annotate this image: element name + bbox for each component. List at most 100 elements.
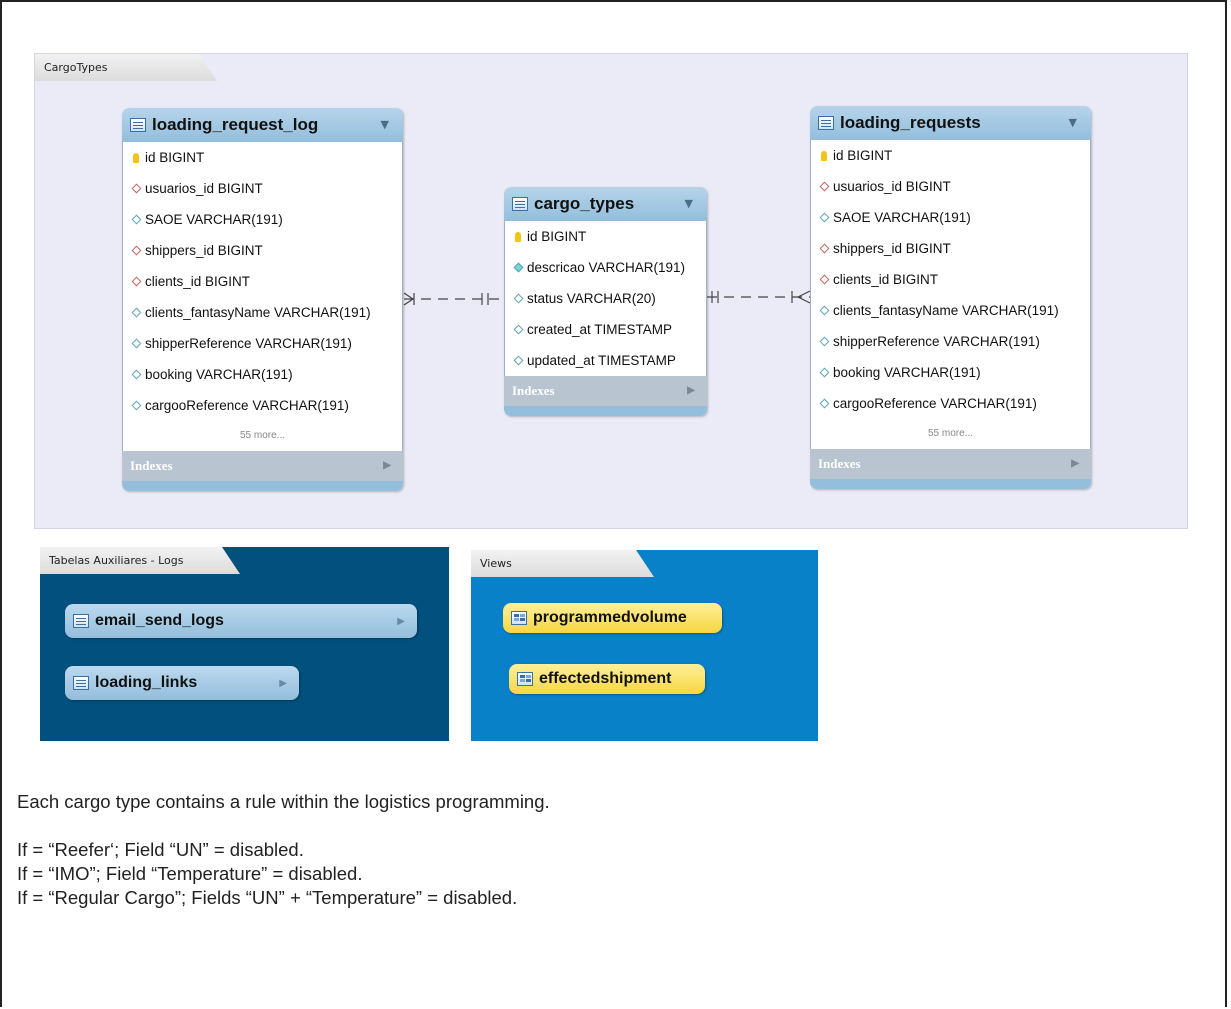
table-icon bbox=[73, 676, 89, 690]
column-label: shipperReference VARCHAR(191) bbox=[145, 336, 352, 351]
column-label: SAOE VARCHAR(191) bbox=[145, 212, 283, 227]
column-label: id BIGINT bbox=[145, 150, 205, 165]
column-list: id BIGINT descricao VARCHAR(191)status VA… bbox=[504, 221, 707, 376]
table-column-row[interactable]: shippers_id BIGINT bbox=[123, 235, 402, 266]
notes-spacer bbox=[17, 814, 550, 838]
table-column-row[interactable]: clients_id BIGINT bbox=[811, 264, 1090, 295]
table-column-row[interactable]: shipperReference VARCHAR(191) bbox=[811, 326, 1090, 357]
layer-aux-logs[interactable]: Tabelas Auxiliares - Logs email_send_log… bbox=[40, 547, 449, 741]
column-label: clients_fantasyName VARCHAR(191) bbox=[833, 303, 1059, 318]
table-title: email_send_logs bbox=[95, 612, 224, 629]
table-footer bbox=[810, 479, 1091, 489]
column-list: id BIGINT usuarios_id BIGINT SAOE VARCHAR(… bbox=[122, 142, 403, 421]
table-column-row[interactable]: descricao VARCHAR(191) bbox=[505, 252, 706, 283]
table-loading-requests[interactable]: loading_requests ▼ id BIGINT usuarios_id … bbox=[810, 106, 1091, 489]
layer-label: Views bbox=[471, 550, 654, 577]
column-label: booking VARCHAR(191) bbox=[833, 365, 981, 380]
expand-arrow-icon[interactable]: ▶ bbox=[383, 460, 391, 471]
column-diamond-icon bbox=[819, 305, 829, 316]
table-icon bbox=[130, 118, 146, 132]
table-column-row[interactable]: clients_id BIGINT bbox=[123, 266, 402, 297]
table-column-row[interactable]: clients_fantasyName VARCHAR(191) bbox=[123, 297, 402, 328]
table-column-row[interactable]: usuarios_id BIGINT bbox=[123, 173, 402, 204]
column-label: created_at TIMESTAMP bbox=[527, 322, 673, 337]
column-label: updated_at TIMESTAMP bbox=[527, 353, 676, 368]
table-column-row[interactable]: booking VARCHAR(191) bbox=[811, 357, 1090, 388]
column-diamond-icon bbox=[513, 293, 523, 304]
collapse-arrow-icon[interactable]: ▼ bbox=[684, 197, 693, 210]
table-title: cargo_types bbox=[534, 194, 635, 213]
expand-arrow-icon[interactable]: ▶ bbox=[397, 615, 405, 627]
table-column-row[interactable]: cargooReference VARCHAR(191) bbox=[811, 388, 1090, 419]
table-column-row[interactable]: id BIGINT bbox=[505, 221, 706, 252]
table-column-row[interactable]: SAOE VARCHAR(191) bbox=[123, 204, 402, 235]
collapse-arrow-icon[interactable]: ▼ bbox=[380, 118, 389, 131]
column-label: id BIGINT bbox=[833, 148, 893, 163]
table-footer bbox=[122, 481, 403, 491]
crowfoot-many-icon bbox=[403, 292, 415, 306]
table-column-row[interactable]: id BIGINT bbox=[123, 142, 402, 173]
notes-text: Each cargo type contains a rule within t… bbox=[17, 790, 550, 910]
not-null-diamond-icon bbox=[513, 262, 523, 273]
view-programmedvolume[interactable]: programmedvolume bbox=[503, 603, 722, 633]
column-diamond-icon bbox=[131, 400, 141, 411]
layer-views[interactable]: Views programmedvolume effectedshipment bbox=[471, 550, 818, 741]
table-header[interactable]: cargo_types ▼ bbox=[504, 187, 707, 221]
table-header[interactable]: loading_request_log ▼ bbox=[122, 108, 403, 142]
foreign-key-diamond-icon bbox=[131, 245, 141, 256]
more-columns-label[interactable]: 55 more... bbox=[122, 421, 403, 451]
indexes-section[interactable]: Indexes ▶ bbox=[122, 451, 403, 481]
layer-label: Tabelas Auxiliares - Logs bbox=[40, 547, 240, 574]
table-column-row[interactable]: booking VARCHAR(191) bbox=[123, 359, 402, 390]
table-loading-links[interactable]: loading_links ▶ bbox=[65, 666, 299, 700]
foreign-key-diamond-icon bbox=[819, 274, 829, 285]
expand-arrow-icon[interactable]: ▶ bbox=[1071, 458, 1079, 469]
column-label: usuarios_id BIGINT bbox=[145, 181, 263, 196]
view-icon bbox=[517, 672, 533, 686]
column-label: SAOE VARCHAR(191) bbox=[833, 210, 971, 225]
table-column-row[interactable]: created_at TIMESTAMP bbox=[505, 314, 706, 345]
table-title: loading_request_log bbox=[152, 115, 319, 134]
table-title: loading_requests bbox=[840, 113, 981, 132]
table-header[interactable]: loading_requests ▼ bbox=[810, 106, 1091, 140]
table-loading-request-log[interactable]: loading_request_log ▼ id BIGINT usuarios_… bbox=[122, 108, 403, 491]
table-column-row[interactable]: id BIGINT bbox=[811, 140, 1090, 171]
column-label: shippers_id BIGINT bbox=[833, 241, 951, 256]
collapse-arrow-icon[interactable]: ▼ bbox=[1068, 116, 1077, 129]
notes-intro: Each cargo type contains a rule within t… bbox=[17, 791, 550, 812]
expand-arrow-icon[interactable]: ▶ bbox=[279, 677, 287, 689]
column-label: shipperReference VARCHAR(191) bbox=[833, 334, 1040, 349]
view-title: effectedshipment bbox=[539, 670, 672, 687]
table-footer bbox=[504, 406, 707, 416]
table-column-row[interactable]: usuarios_id BIGINT bbox=[811, 171, 1090, 202]
column-diamond-icon bbox=[819, 367, 829, 378]
foreign-key-diamond-icon bbox=[819, 243, 829, 254]
column-diamond-icon bbox=[131, 307, 141, 318]
table-column-row[interactable]: cargooReference VARCHAR(191) bbox=[123, 390, 402, 421]
table-column-row[interactable]: SAOE VARCHAR(191) bbox=[811, 202, 1090, 233]
expand-arrow-icon[interactable]: ▶ bbox=[687, 385, 695, 396]
column-label: clients_fantasyName VARCHAR(191) bbox=[145, 305, 371, 320]
notes-rule-imo: If = “IMO”; Field “Temperature” = disabl… bbox=[17, 863, 363, 884]
table-title: loading_links bbox=[95, 674, 198, 691]
column-label: cargooReference VARCHAR(191) bbox=[145, 398, 349, 413]
table-column-row[interactable]: status VARCHAR(20) bbox=[505, 283, 706, 314]
indexes-section[interactable]: Indexes ▶ bbox=[810, 449, 1091, 479]
indexes-label: Indexes bbox=[512, 383, 555, 398]
table-column-row[interactable]: updated_at TIMESTAMP bbox=[505, 345, 706, 376]
column-diamond-icon bbox=[131, 214, 141, 225]
column-label: shippers_id BIGINT bbox=[145, 243, 263, 258]
table-column-row[interactable]: shipperReference VARCHAR(191) bbox=[123, 328, 402, 359]
column-diamond-icon bbox=[819, 212, 829, 223]
notes-rule-regular-cargo: If = “Regular Cargo”; Fields “UN” + “Tem… bbox=[17, 887, 518, 908]
table-column-row[interactable]: shippers_id BIGINT bbox=[811, 233, 1090, 264]
table-column-row[interactable]: clients_fantasyName VARCHAR(191) bbox=[811, 295, 1090, 326]
layer-label: CargoTypes bbox=[35, 54, 217, 81]
table-cargo-types[interactable]: cargo_types ▼ id BIGINT descricao VARCHAR… bbox=[504, 187, 707, 416]
view-effectedshipment[interactable]: effectedshipment bbox=[509, 664, 705, 694]
more-columns-label[interactable]: 55 more... bbox=[810, 419, 1091, 449]
column-label: id BIGINT bbox=[527, 229, 587, 244]
table-email-send-logs[interactable]: email_send_logs ▶ bbox=[65, 604, 417, 638]
indexes-section[interactable]: Indexes ▶ bbox=[504, 376, 707, 406]
